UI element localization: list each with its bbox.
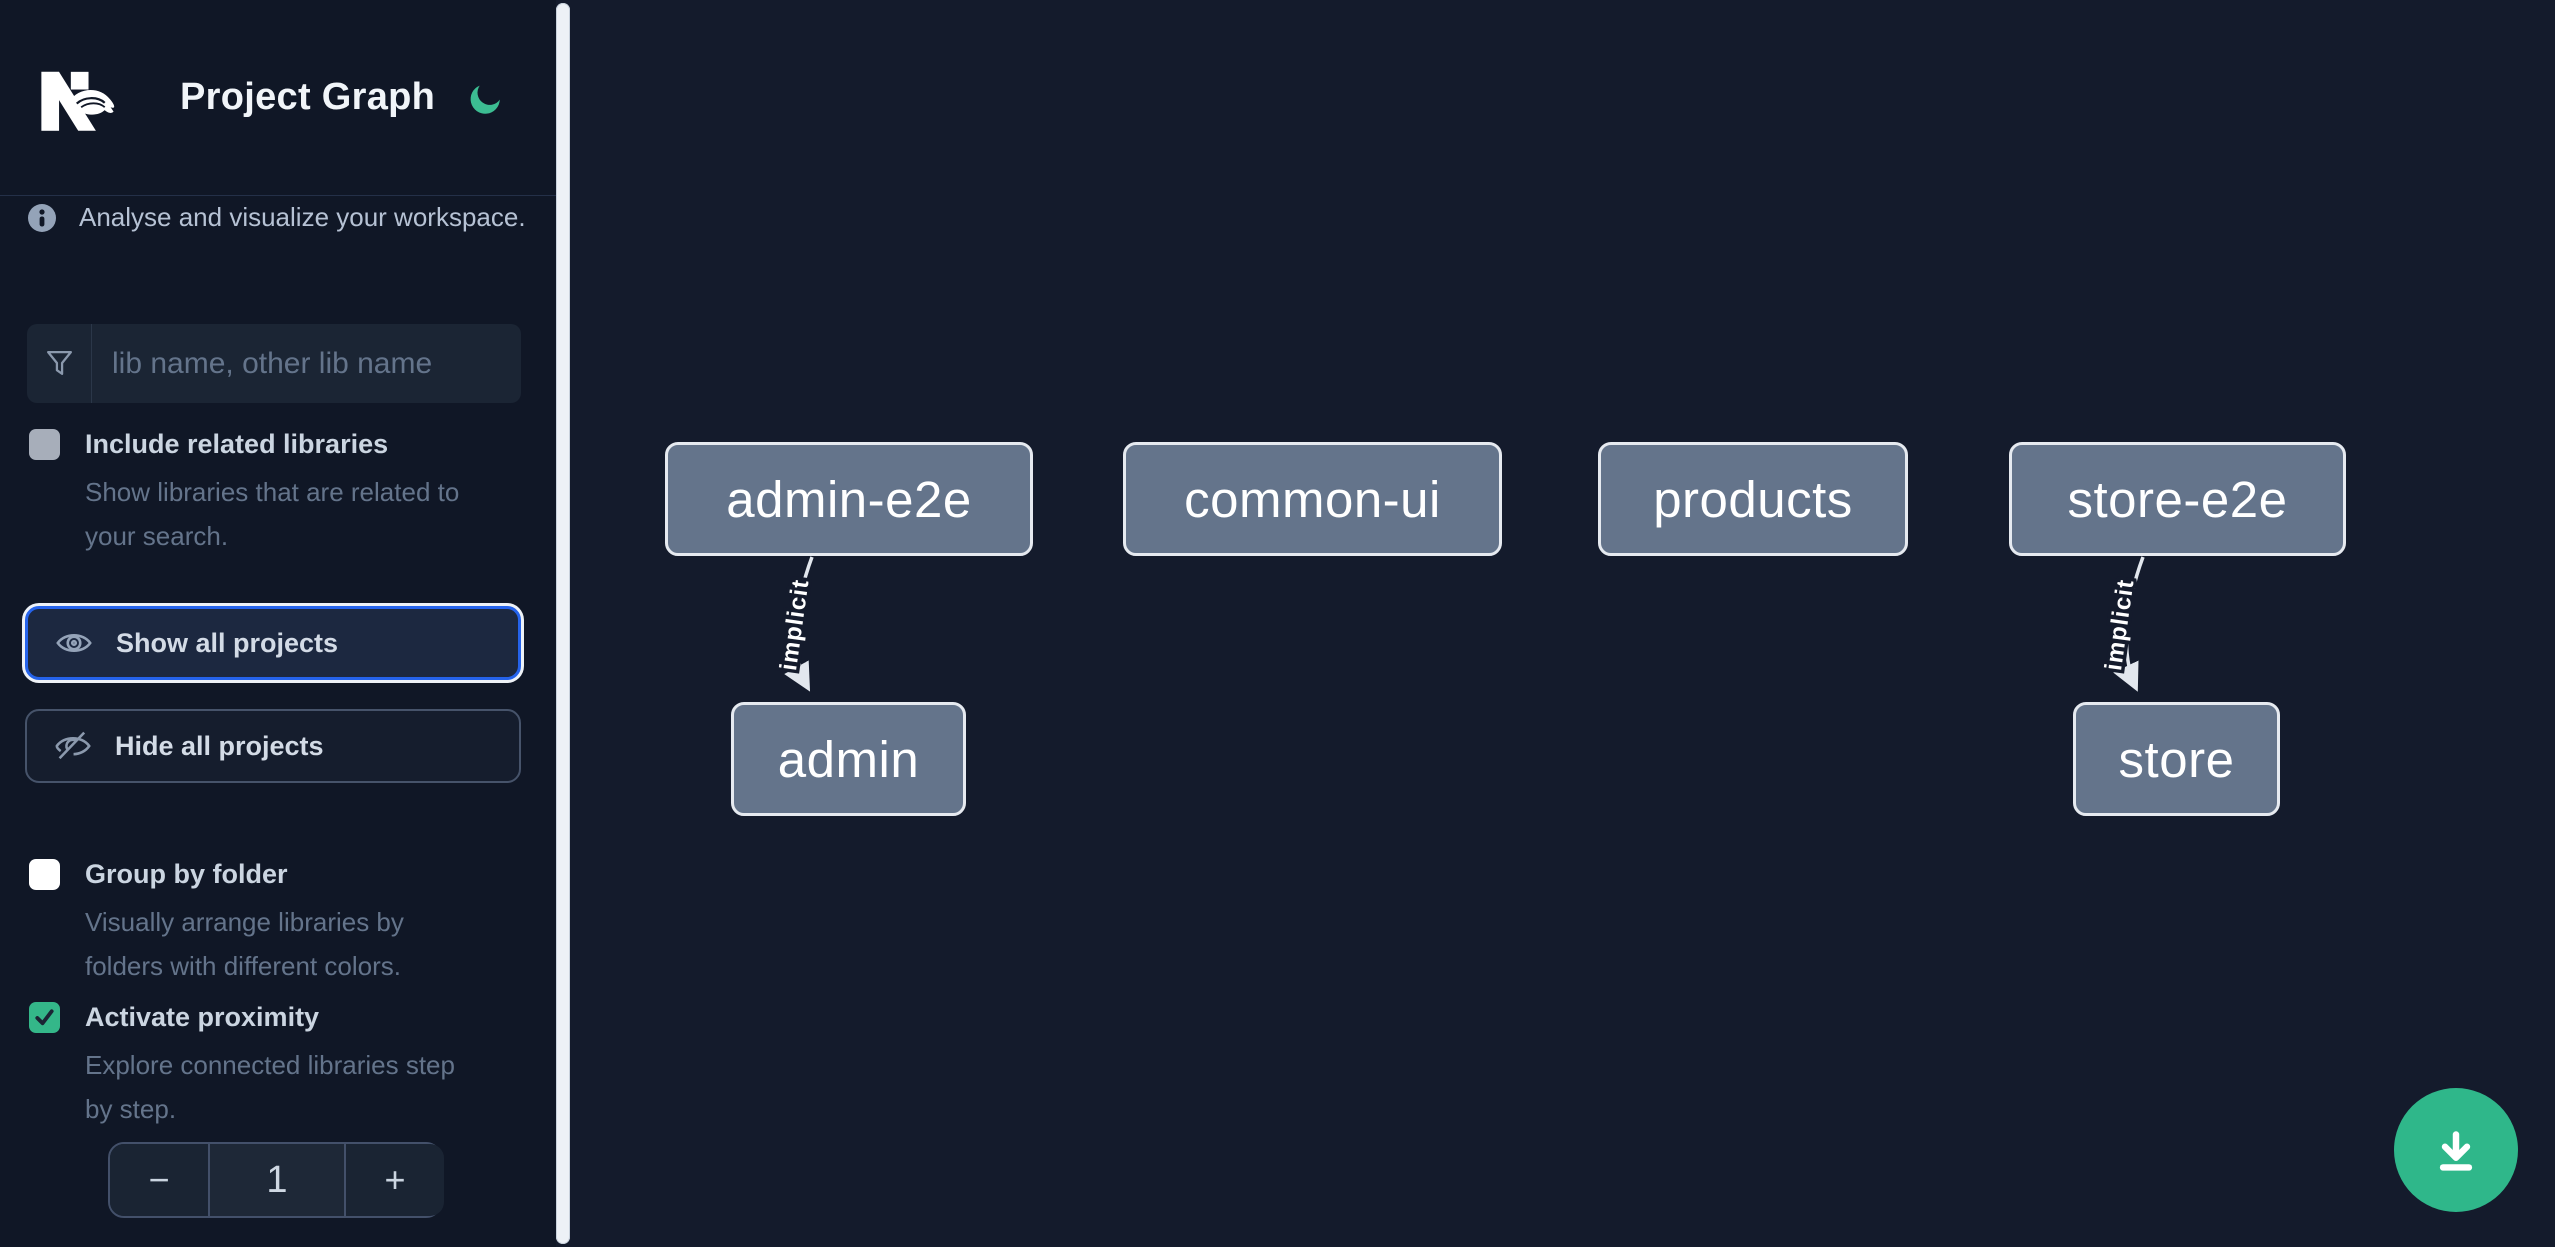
include-related-checkbox[interactable] (29, 429, 60, 460)
edge-label-implicit: implicit (775, 577, 815, 672)
activate-proximity-checkbox[interactable] (29, 1002, 60, 1033)
node-admin-e2e[interactable]: admin-e2e (665, 442, 1033, 556)
edge-label-implicit: implicit (2100, 577, 2140, 672)
download-image-button[interactable] (2394, 1088, 2518, 1212)
increment-button[interactable]: + (344, 1144, 444, 1216)
edges-layer: implicit implicit (772, 556, 2145, 692)
group-by-folder-description: Visually arrange libraries by folders wi… (85, 907, 404, 981)
edge-admin-e2e-to-admin[interactable] (784, 556, 814, 692)
node-store[interactable]: store (2073, 702, 2280, 816)
show-all-projects-label: Show all projects (116, 627, 339, 658)
group-by-folder-checkbox[interactable] (29, 859, 60, 890)
filter-box (27, 324, 521, 403)
nx-logo (41, 71, 115, 131)
option-include-related: Include related libraries Show libraries… (29, 428, 459, 558)
hide-all-projects-button[interactable]: Hide all projects (25, 709, 521, 783)
option-activate-proximity: Activate proximity Explore connected lib… (29, 1001, 455, 1131)
check-icon (35, 1009, 54, 1026)
option-group-by-folder: Group by folder Visually arrange librari… (29, 858, 404, 988)
graph-canvas[interactable]: implicit implicit admin-e2e common-ui pr… (570, 0, 2555, 1247)
info-icon (28, 203, 56, 232)
node-admin[interactable]: admin (731, 702, 966, 816)
edge-store-e2e-to-store[interactable] (2113, 556, 2145, 692)
decrement-button[interactable]: − (110, 1144, 210, 1216)
app-title: Project Graph (180, 76, 436, 118)
moon-icon (470, 85, 500, 114)
eye-icon (55, 628, 93, 658)
tagline-row: Analyse and visualize your workspace. (28, 202, 526, 233)
activate-proximity-label[interactable]: Activate proximity (85, 1002, 320, 1032)
download-icon (2439, 1131, 2473, 1171)
proximity-depth-value[interactable]: 1 (210, 1144, 344, 1216)
group-by-folder-label[interactable]: Group by folder (85, 859, 288, 889)
theme-toggle-button[interactable] (466, 78, 506, 118)
include-related-description: Show libraries that are related to your … (85, 477, 460, 551)
activate-proximity-description: Explore connected libraries step by step… (85, 1050, 455, 1124)
filter-input[interactable] (92, 324, 521, 403)
node-products[interactable]: products (1598, 442, 1908, 556)
panel-resize-handle[interactable] (556, 3, 570, 1244)
node-common-ui[interactable]: common-ui (1123, 442, 1502, 556)
proximity-depth-stepper: − 1 + (108, 1142, 444, 1218)
show-all-projects-button[interactable]: Show all projects (25, 606, 521, 680)
hide-all-projects-label: Hide all projects (115, 730, 324, 761)
node-store-e2e[interactable]: store-e2e (2009, 442, 2346, 556)
include-related-label[interactable]: Include related libraries (85, 429, 389, 459)
eye-off-icon (54, 729, 92, 763)
sidebar: Project Graph Analyse and visualize your… (0, 0, 556, 1247)
funnel-icon (27, 324, 92, 403)
sidebar-header: Project Graph (0, 0, 556, 196)
tagline-text: Analyse and visualize your workspace. (79, 202, 526, 232)
